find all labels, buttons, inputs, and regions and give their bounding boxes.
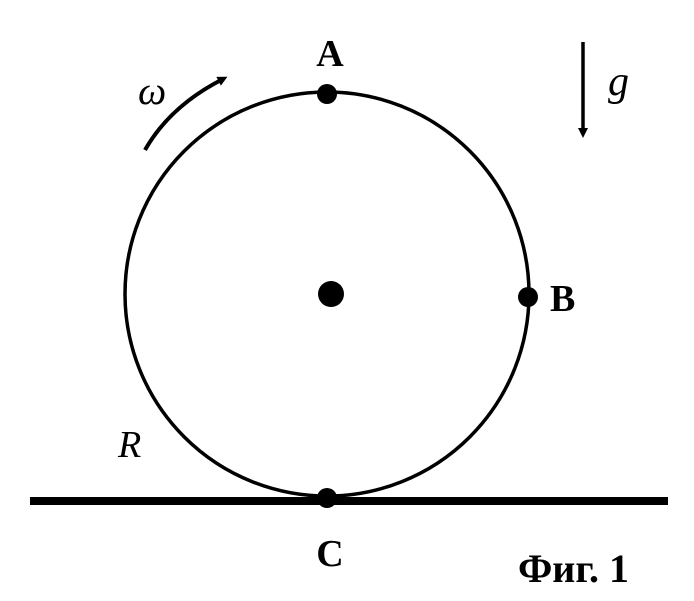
radius-label: R: [117, 424, 141, 466]
figure-caption: Фиг. 1: [518, 546, 629, 591]
point-a-dot: [317, 84, 337, 104]
gravity-label: g: [608, 59, 629, 105]
point-a-label: A: [316, 33, 344, 75]
rotation-arrow: [143, 76, 228, 151]
point-c-dot: [317, 488, 337, 508]
point-c-label: C: [316, 533, 343, 575]
center-dot: [318, 281, 344, 307]
omega-label: ω: [138, 68, 166, 113]
point-b-dot: [518, 287, 538, 307]
point-b-label: B: [550, 278, 575, 320]
